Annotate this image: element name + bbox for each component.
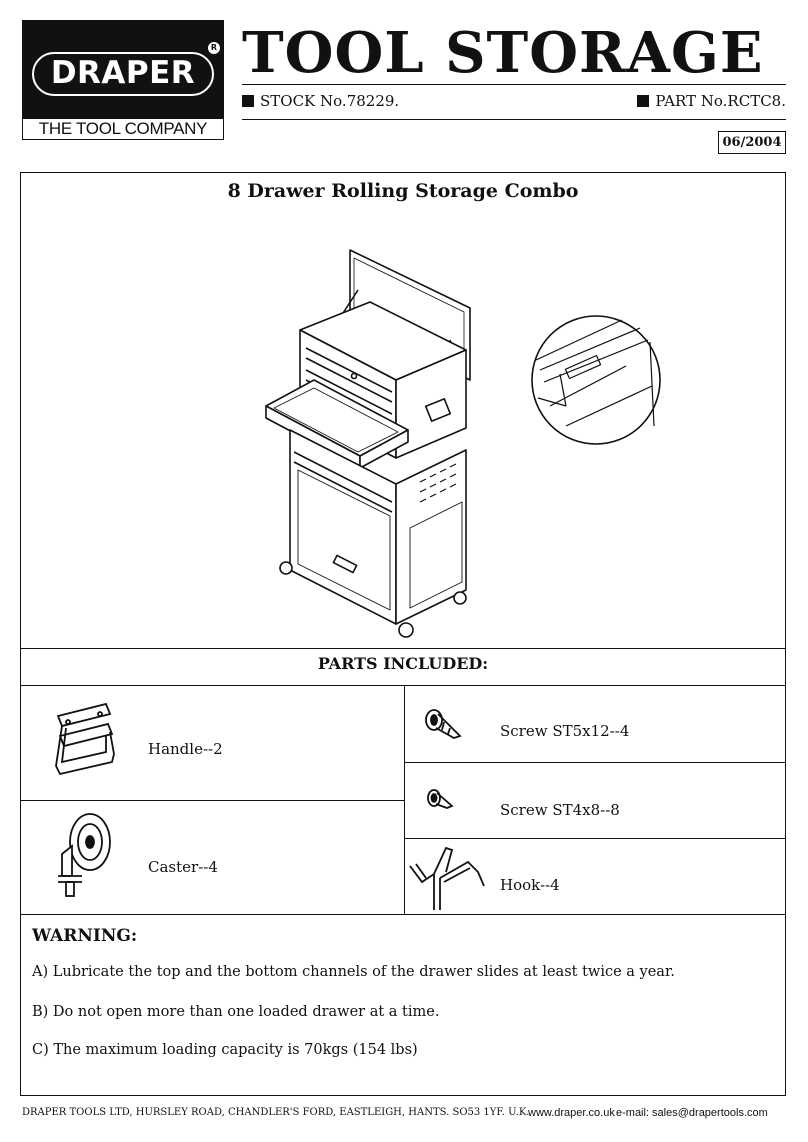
screw-large-icon bbox=[425, 709, 462, 739]
warning-title: WARNING: bbox=[32, 926, 138, 946]
parts-row-divider bbox=[404, 762, 786, 763]
logo-brand: DRAPER bbox=[50, 55, 196, 91]
footer-website-link[interactable]: www.draper.co.uk bbox=[528, 1107, 615, 1119]
section-divider bbox=[20, 685, 786, 686]
part-label-screw-large: Screw ST5x12--4 bbox=[500, 722, 630, 740]
product-title: 8 Drawer Rolling Storage Combo bbox=[227, 180, 579, 202]
bullet-square-icon bbox=[637, 95, 650, 107]
caster-icon bbox=[58, 813, 111, 897]
screw-small-icon bbox=[427, 789, 454, 809]
logo-oval bbox=[32, 52, 214, 96]
part-label-caster: Caster--4 bbox=[148, 858, 218, 876]
warning-line: C) The maximum loading capacity is 70kgs… bbox=[32, 1042, 418, 1058]
header-rule-bottom bbox=[242, 119, 786, 120]
stock-number-text: STOCK No.78229. bbox=[260, 92, 400, 110]
part-number-text: PART No.RCTC8. bbox=[655, 92, 786, 110]
footer-address: DRAPER TOOLS LTD, HURSLEY ROAD, CHANDLER… bbox=[22, 1107, 530, 1118]
stock-number: STOCK No.78229. bbox=[242, 90, 399, 112]
header-rule-top bbox=[242, 84, 786, 85]
tool-chest-illustration bbox=[265, 249, 661, 638]
part-number: PART No.RCTC8. bbox=[637, 90, 786, 112]
draper-logo: DRAPER R THE TOOL COMPANY bbox=[22, 20, 224, 140]
date-badge: 06/2004 bbox=[718, 131, 786, 154]
parts-heading: PARTS INCLUDED: bbox=[317, 654, 489, 673]
part-label-hook: Hook--4 bbox=[500, 876, 560, 894]
warning-line: B) Do not open more than one loaded draw… bbox=[32, 1004, 440, 1020]
parts-row-divider bbox=[404, 838, 786, 839]
part-label-screw-small: Screw ST4x8--8 bbox=[500, 801, 620, 819]
handle-icon bbox=[55, 702, 115, 776]
bullet-square-icon bbox=[242, 95, 254, 107]
section-divider bbox=[20, 914, 786, 915]
warning-line: A) Lubricate the top and the bottom chan… bbox=[32, 964, 675, 980]
logo-tagline: THE TOOL COMPANY bbox=[22, 118, 224, 140]
part-label-handle: Handle--2 bbox=[148, 740, 223, 758]
parts-column-divider bbox=[404, 686, 405, 914]
hook-icon bbox=[409, 846, 485, 910]
section-divider bbox=[20, 648, 786, 649]
registered-mark: R bbox=[208, 42, 220, 54]
parts-row-divider bbox=[20, 800, 404, 801]
header-meta: STOCK No.78229. PART No.RCTC8. bbox=[242, 90, 786, 112]
document-title: TOOL STORAGE bbox=[242, 20, 764, 86]
detail-callout bbox=[531, 315, 661, 445]
content-frame bbox=[20, 172, 786, 1096]
footer-email-link[interactable]: e-mail: sales@drapertools.com bbox=[616, 1107, 768, 1119]
